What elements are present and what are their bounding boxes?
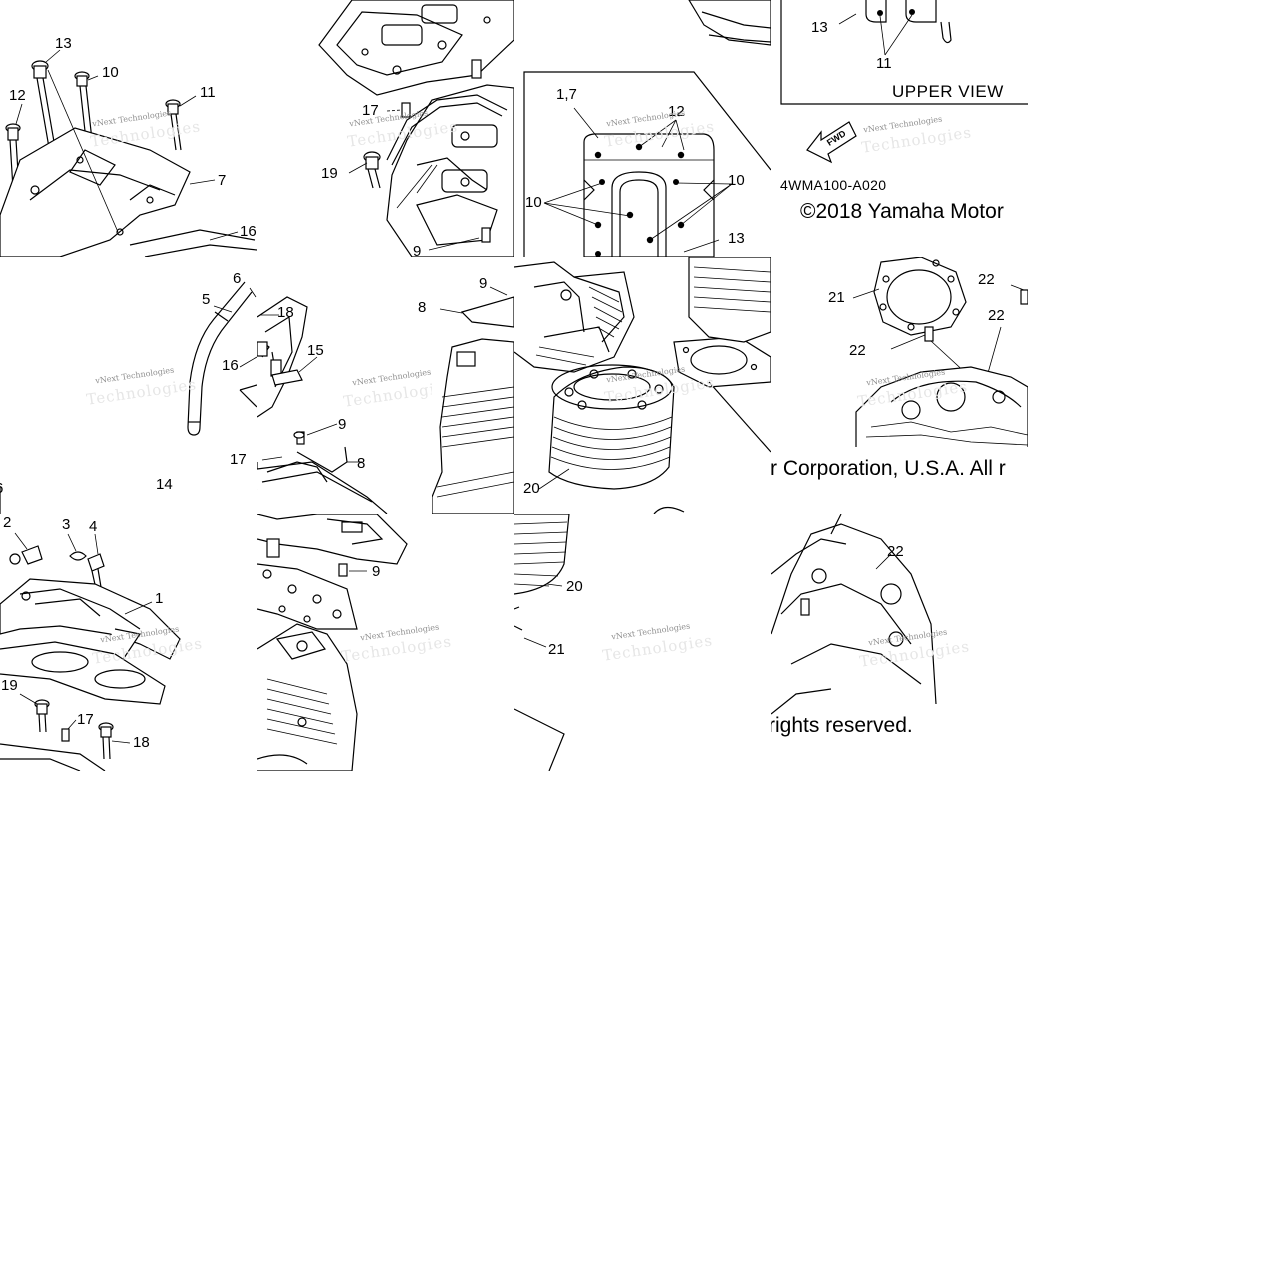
- callout-3: 3: [62, 516, 71, 533]
- callout-10: 10: [525, 194, 542, 211]
- tile-cover-detail: 1,7 12 10 10 13 vNext Technologies Techn…: [514, 0, 771, 257]
- tile-gasket-pipes: 17 19 9 vNext Technologies Technologies: [257, 0, 514, 257]
- callout-9-right: 9: [479, 275, 488, 292]
- diagram-code: 4WMA100-A020: [780, 177, 887, 193]
- callout-13: 13: [811, 19, 828, 36]
- tile-cylinder-fins: 20 21 vNext Technologies Technologies: [514, 514, 771, 771]
- callout-10: 10: [728, 172, 745, 189]
- callout-9: 9: [372, 563, 381, 580]
- breather-drawing: [0, 281, 257, 514]
- crankcase-drawing: [852, 257, 1028, 447]
- callout-18: 18: [277, 304, 294, 321]
- callout-7: 7: [218, 172, 227, 189]
- copyright-text-start: ©2018 Yamaha Motor: [800, 200, 1004, 223]
- cover-detail-drawing: [523, 0, 771, 257]
- callout-22: 22: [978, 271, 995, 288]
- callout-11: 11: [200, 84, 216, 101]
- tile-breather-hose: 6 17 5 16 vNext Technologies Technologie…: [0, 257, 257, 514]
- callout-21: 21: [828, 289, 845, 306]
- head-cover-assembly-drawing: [0, 532, 181, 771]
- bolt-11-icon: [165, 99, 182, 151]
- callout-17: 17: [362, 102, 379, 119]
- gasket-drawing: [318, 0, 514, 257]
- callout-11: 11: [876, 55, 892, 72]
- callout-16: 16: [240, 223, 257, 240]
- bolt-13-icon: [31, 60, 59, 166]
- callout-6: 6: [233, 270, 242, 287]
- callout-22: 22: [849, 342, 866, 359]
- callout-12: 12: [9, 87, 26, 104]
- callout-14: 14: [156, 476, 173, 493]
- callout-1-7: 1,7: [556, 86, 577, 103]
- callout-9: 9: [338, 416, 347, 433]
- tile-head-cover-assembly: 6 2 3 4 1 19 17 18 vNext Technologies Te…: [0, 514, 257, 771]
- tile-head-strip: [432, 257, 514, 514]
- rocker-gasket-drawing: [257, 296, 388, 514]
- copyright-text-middle: r Corporation, U.S.A. All r: [771, 457, 1006, 480]
- callout-18: 18: [133, 734, 150, 751]
- callout-17: 17: [77, 711, 94, 728]
- tile-crankcase-top: 21 22 22 22 vNext Technologies Technolog…: [771, 257, 1028, 514]
- tile-upper-view: 13 11 UPPER VIEW FWD 4WMA100-A020 ©2018 …: [771, 0, 1028, 257]
- callout-19: 19: [1, 677, 18, 694]
- callout-20: 20: [566, 578, 583, 595]
- crankcase-lower-drawing: [771, 514, 937, 715]
- head-cover-drawing: [0, 49, 257, 257]
- fwd-arrow-icon: [806, 121, 857, 164]
- callout-6-left: 6: [0, 481, 3, 496]
- cylinder-fins-drawing: [514, 514, 570, 771]
- upper-view-label: UPPER VIEW: [892, 82, 1004, 101]
- callout-1: 1: [155, 590, 164, 607]
- callout-8-right: 8: [418, 299, 427, 316]
- cylinder-head-drawing: [514, 257, 771, 514]
- callout-12: 12: [668, 103, 685, 120]
- callout-21: 21: [548, 641, 565, 658]
- callout-9: 9: [413, 243, 422, 257]
- callout-13: 13: [55, 35, 72, 52]
- callout-20: 20: [523, 480, 540, 497]
- head-strip-drawing: [432, 286, 514, 514]
- callout-15: 15: [307, 342, 324, 359]
- tile-head-lower: 9 vNext Technologies Technologies: [257, 514, 514, 771]
- callout-5: 5: [202, 291, 211, 308]
- callout-22: 22: [988, 307, 1005, 324]
- copyright-text-end: rights reserved.: [771, 714, 913, 737]
- callout-2: 2: [3, 514, 12, 531]
- callout-10: 10: [102, 64, 119, 81]
- head-lower-drawing: [257, 514, 408, 771]
- tile-head-cover-bolts: 13 10 12 11 7 16 vNext Technologies Tech…: [0, 0, 257, 257]
- callout-19: 19: [321, 165, 338, 182]
- upper-view-drawing: [780, 0, 1028, 164]
- tile-cylinder-head: 20 vNext Technologies Technologies: [514, 257, 771, 514]
- callout-4: 4: [89, 518, 98, 535]
- tile-crankcase-lower: 22 vNext Technologies Technologies right…: [771, 514, 1028, 771]
- callout-16: 16: [222, 357, 239, 374]
- callout-22: 22: [887, 543, 904, 560]
- callout-13: 13: [728, 230, 745, 247]
- callout-17-left: 17: [230, 451, 247, 468]
- callout-8: 8: [357, 455, 366, 472]
